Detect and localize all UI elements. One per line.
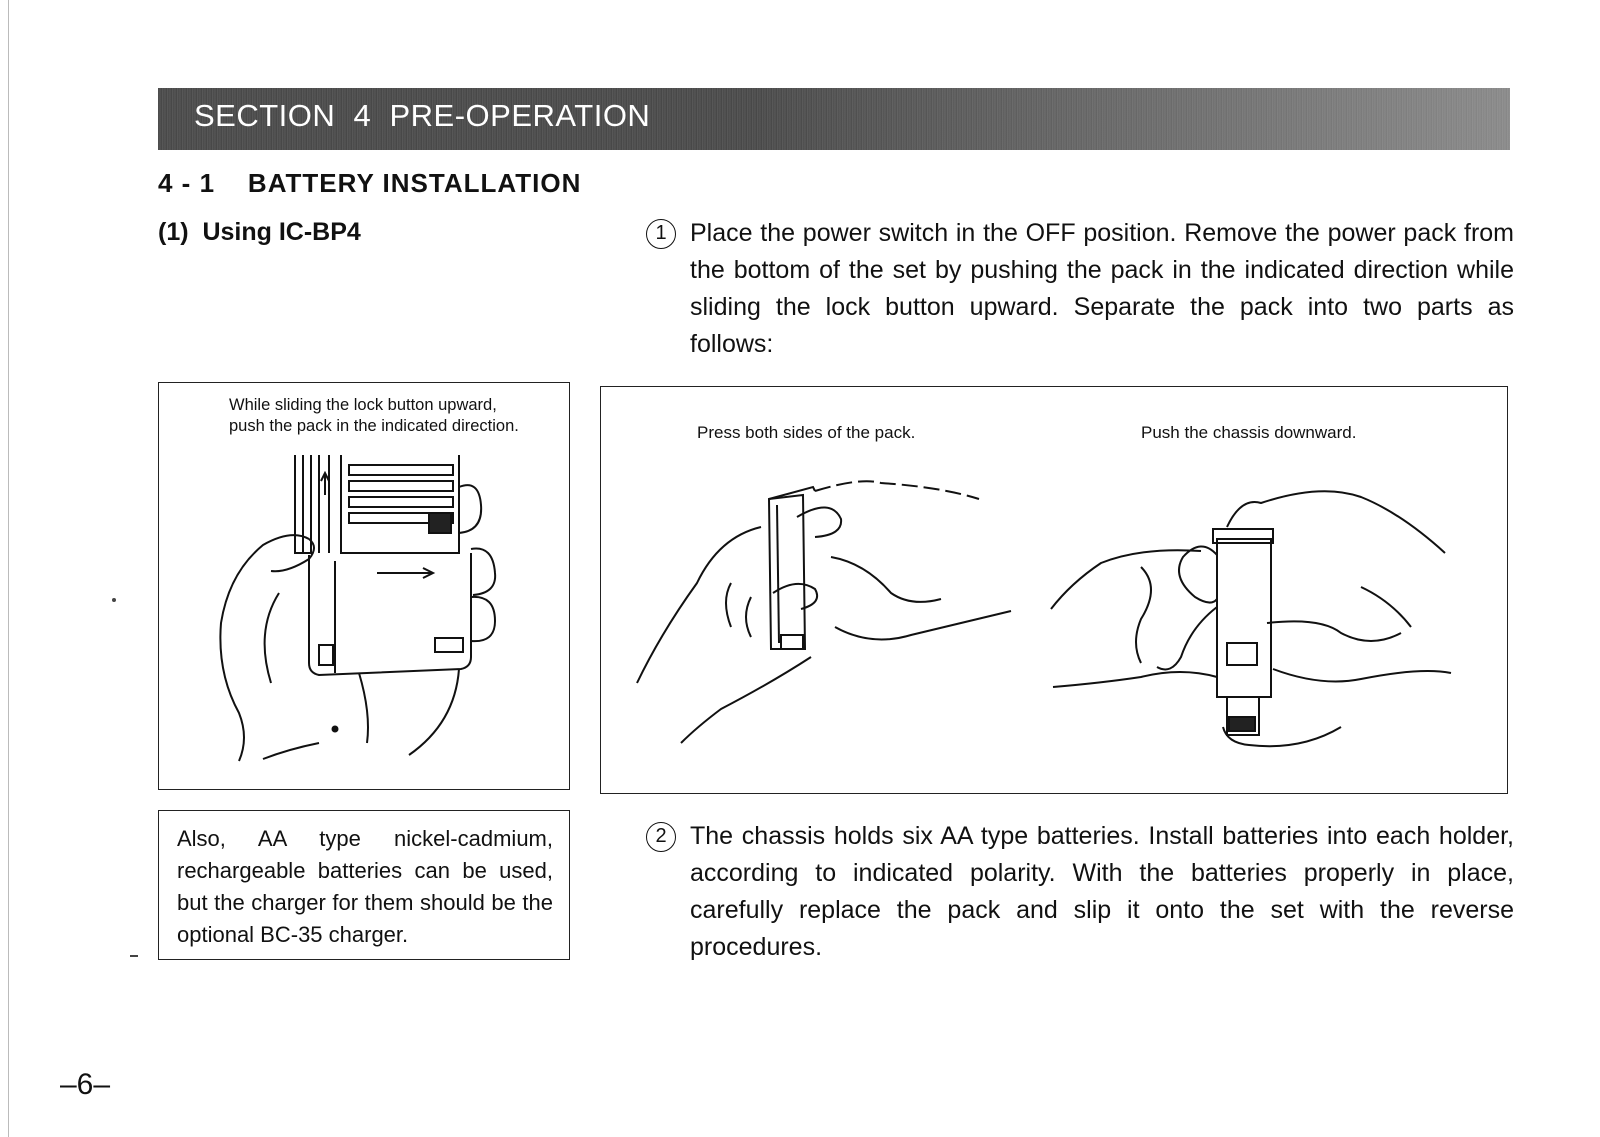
section-title: SECTION 4 PRE-OPERATION — [194, 98, 651, 133]
banner-fade — [758, 88, 1510, 150]
scan-speck — [112, 598, 116, 602]
note-text: Also, AA type nickel-cadmium, rechargeab… — [177, 826, 553, 947]
subsection-heading: 4 - 1 BATTERY INSTALLATION — [158, 168, 582, 198]
section-banner: SECTION 4 PRE-OPERATION — [158, 88, 1510, 150]
step-2: 2 The chassis holds six AA type batterie… — [646, 818, 1514, 968]
step-text: The chassis holds six AA type batteries.… — [690, 822, 1514, 961]
procedure-heading: (1) Using IC-BP4 — [158, 218, 361, 246]
page-number: –6– — [60, 1068, 111, 1101]
step-number-badge: 1 — [646, 219, 676, 249]
radio-in-hand-illustration — [219, 455, 497, 762]
page-binding-line — [8, 0, 9, 1137]
figure-caption-left: Press both sides of the pack. — [697, 423, 916, 442]
step-text: Place the power switch in the OFF positi… — [690, 219, 1514, 358]
hands-separating-pack-illustration — [636, 480, 1452, 748]
figure-caption: While sliding the lock button upward, pu… — [229, 396, 519, 435]
step-number-badge: 2 — [646, 822, 676, 852]
step-1: 1 Place the power switch in the OFF posi… — [646, 215, 1514, 365]
figure-remove-pack: While sliding the lock button upward, pu… — [158, 382, 570, 790]
figure-caption-right: Push the chassis downward. — [1141, 423, 1357, 442]
scan-speck — [130, 955, 138, 957]
note-box: Also, AA type nickel-cadmium, rechargeab… — [158, 810, 570, 960]
figure-separate-pack: Press both sides of the pack. Push the c… — [600, 386, 1508, 794]
